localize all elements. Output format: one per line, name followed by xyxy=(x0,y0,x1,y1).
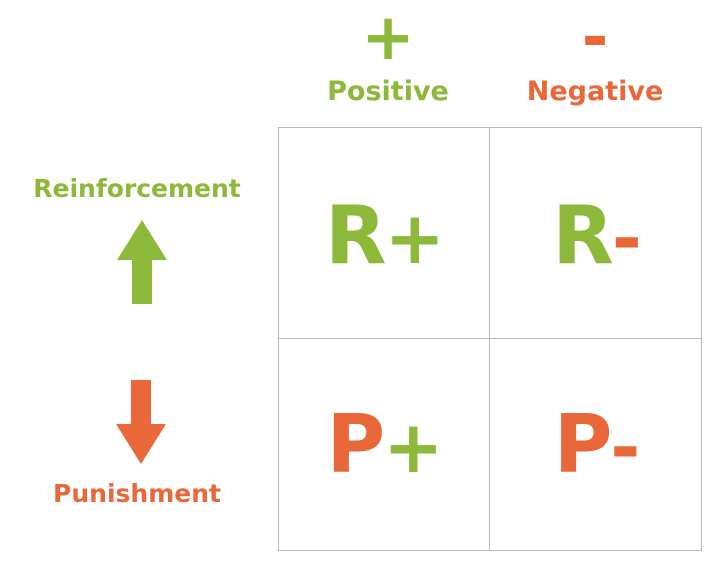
cell-negative-reinforcement: R- xyxy=(490,191,702,283)
cell-sign: + xyxy=(383,405,443,489)
cell-letter: R xyxy=(552,189,614,282)
cell-negative-punishment: P- xyxy=(490,400,702,492)
negative-label: Negative xyxy=(526,76,664,107)
cell-letter: P xyxy=(553,398,613,491)
cell-positive-punishment: P+ xyxy=(278,400,490,492)
punishment-label: Punishment xyxy=(53,479,221,508)
cell-letter: R xyxy=(325,189,387,282)
negative-sign: - xyxy=(581,1,609,75)
cell-sign: + xyxy=(384,196,445,280)
reinforcement-label: Reinforcement xyxy=(33,174,241,203)
up-arrow-icon xyxy=(117,220,167,304)
cell-sign: - xyxy=(611,196,642,280)
positive-sign: + xyxy=(361,1,415,75)
positive-label: Positive xyxy=(327,76,449,107)
grid-divider-vertical xyxy=(489,127,490,551)
grid-divider-horizontal xyxy=(278,338,702,339)
matrix-grid xyxy=(278,127,702,551)
cell-positive-reinforcement: R+ xyxy=(278,191,490,283)
down-arrow-icon xyxy=(116,380,166,464)
cell-letter: P xyxy=(326,398,386,491)
cell-sign: - xyxy=(610,405,640,489)
